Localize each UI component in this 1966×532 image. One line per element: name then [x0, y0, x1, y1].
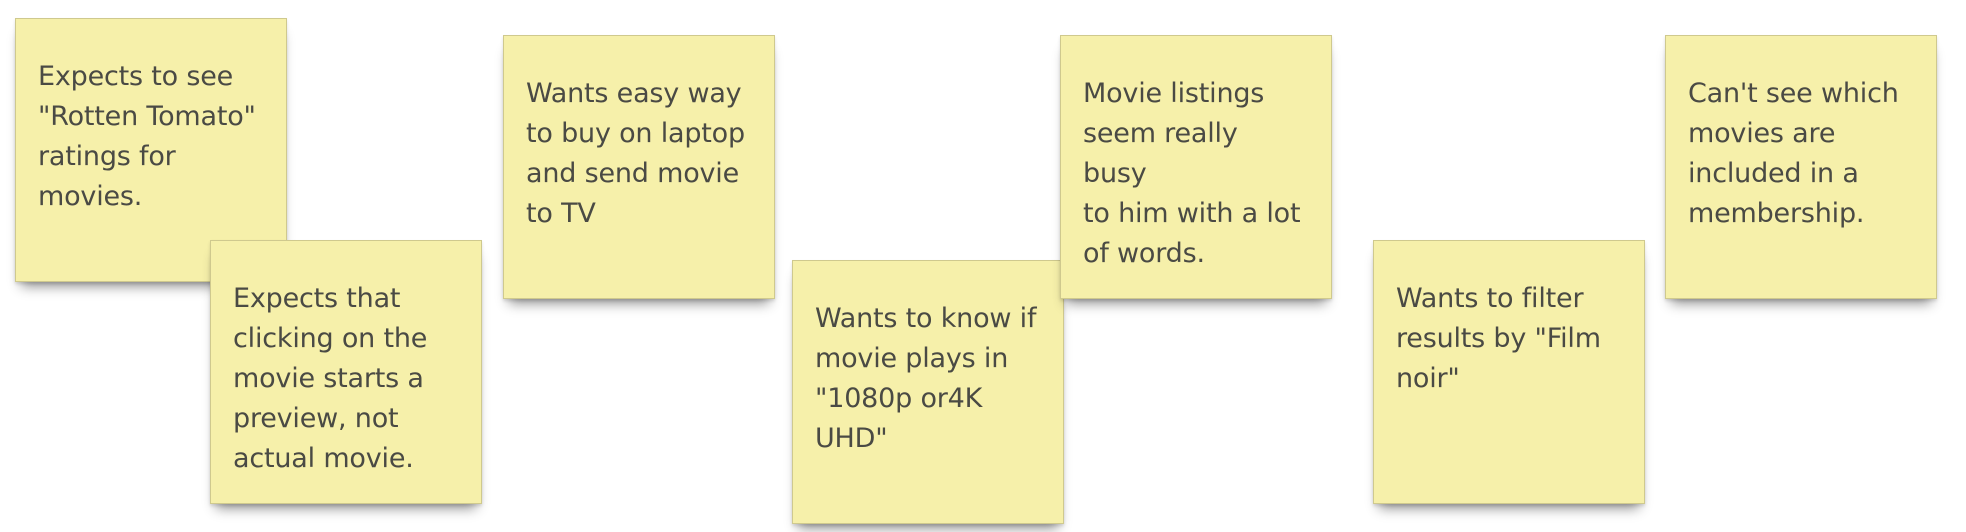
sticky-note[interactable]: Wants to filter results by "Film noir"	[1373, 240, 1645, 504]
sticky-note[interactable]: Wants easy way to buy on laptop and send…	[503, 35, 775, 299]
sticky-note-text: Expects that clicking on the movie start…	[233, 283, 428, 474]
sticky-note-text: Movie listings seem really busy to him w…	[1083, 78, 1301, 269]
sticky-note-text: Wants to know if movie plays in "1080p o…	[815, 303, 1037, 454]
sticky-note[interactable]: Movie listings seem really busy to him w…	[1060, 35, 1332, 299]
sticky-note[interactable]: Expects to see "Rotten Tomato" ratings f…	[15, 18, 287, 282]
sticky-note-text: Wants to filter results by "Film noir"	[1396, 283, 1601, 394]
sticky-note[interactable]: Expects that clicking on the movie start…	[210, 240, 482, 504]
sticky-note-text: Expects to see "Rotten Tomato" ratings f…	[38, 61, 256, 212]
sticky-note-text: Wants easy way to buy on laptop and send…	[526, 78, 745, 229]
sticky-note-text: Can't see which movies are included in a…	[1688, 78, 1899, 229]
sticky-note[interactable]: Can't see which movies are included in a…	[1665, 35, 1937, 299]
sticky-note[interactable]: Wants to know if movie plays in "1080p o…	[792, 260, 1064, 524]
